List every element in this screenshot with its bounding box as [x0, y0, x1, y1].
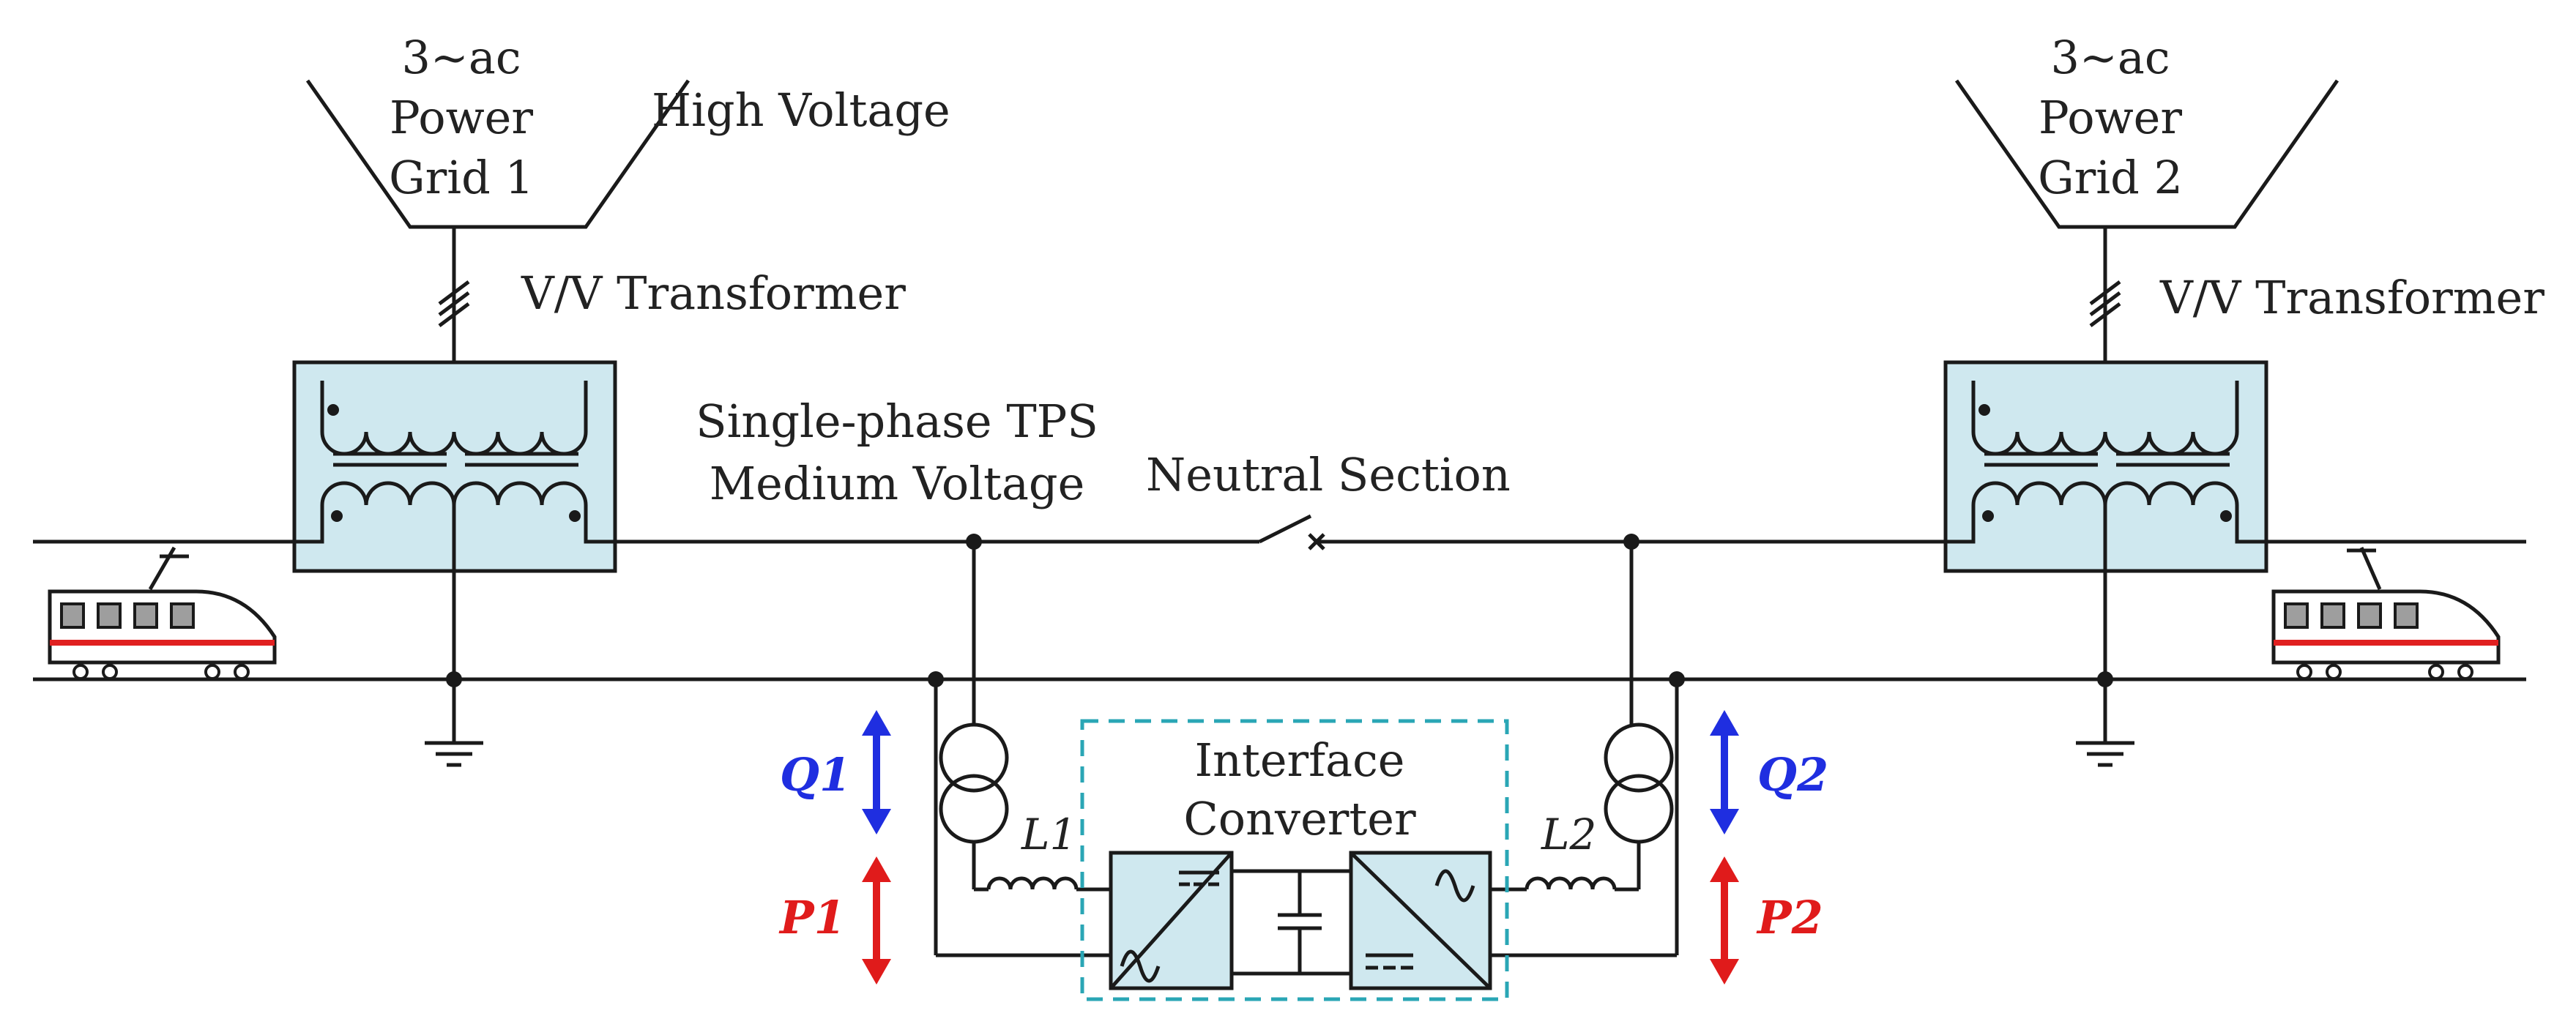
grid1-label-line2: Power — [390, 91, 533, 144]
coupling-transformer-right — [1604, 722, 1674, 844]
power-grid-2-symbol — [1954, 79, 2339, 229]
converter-label-line1: Interface — [1195, 733, 1405, 787]
dc-ac-converter-right — [1349, 851, 1492, 990]
converter-label-line2: Converter — [1183, 792, 1416, 845]
neutral-section-switch — [1258, 514, 1325, 550]
three-phase-marker-left — [438, 280, 470, 327]
p2-label: P2 — [1756, 891, 1823, 944]
l1-label: L1 — [1021, 810, 1076, 859]
q2-label: Q2 — [1757, 748, 1828, 802]
neutral-section-label: Neutral Section — [1146, 448, 1511, 501]
train-right — [2271, 546, 2501, 680]
interface-converter-boundary — [1080, 719, 1509, 1001]
coupling-transformer-left — [939, 722, 1009, 844]
grid1-label-line3: Grid 1 — [389, 151, 534, 204]
p1-label: P1 — [778, 891, 846, 944]
grid1-label-line1: 3~ac — [401, 31, 521, 84]
reactive-power-arrow-q2 — [1710, 710, 1739, 834]
q1-label: Q1 — [780, 748, 851, 802]
train-left — [48, 546, 277, 680]
tps-label-line1: Single-phase TPS — [696, 395, 1098, 448]
tps-label-line2: Medium Voltage — [710, 457, 1085, 510]
grid2-label-line2: Power — [2039, 91, 2182, 144]
transformer-right-label: V/V Transformer — [2159, 271, 2545, 324]
active-power-arrow-p2 — [1710, 856, 1739, 985]
l2-label: L2 — [1541, 810, 1596, 859]
grid2-label-line3: Grid 2 — [2038, 151, 2183, 204]
transformer-left-label: V/V Transformer — [521, 266, 906, 320]
dc-ac-converter-left — [1109, 851, 1234, 990]
ground-symbol-right — [2076, 741, 2134, 767]
high-voltage-label: High Voltage — [652, 83, 950, 137]
dc-link-capacitor — [1232, 869, 1351, 976]
inductor-l1 — [974, 876, 1111, 892]
inductor-l2 — [1490, 876, 1639, 892]
reactive-power-arrow-q1 — [862, 710, 891, 834]
grid2-label-line1: 3~ac — [2050, 31, 2170, 84]
active-power-arrow-p1 — [862, 856, 891, 985]
three-phase-marker-right — [2089, 280, 2121, 327]
power-grid-1-symbol — [305, 79, 690, 229]
ground-symbol-left — [425, 741, 483, 767]
